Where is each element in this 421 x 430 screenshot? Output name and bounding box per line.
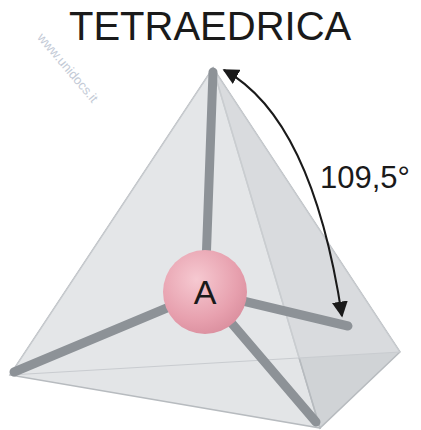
atom-sphere: A [163, 250, 247, 334]
angle-label: 109,5° [318, 160, 412, 196]
atom-label: A [194, 273, 217, 312]
tetrahedron-faces [10, 68, 400, 428]
diagram-title: TETRAEDRICA [69, 4, 351, 49]
bonds [14, 72, 348, 422]
